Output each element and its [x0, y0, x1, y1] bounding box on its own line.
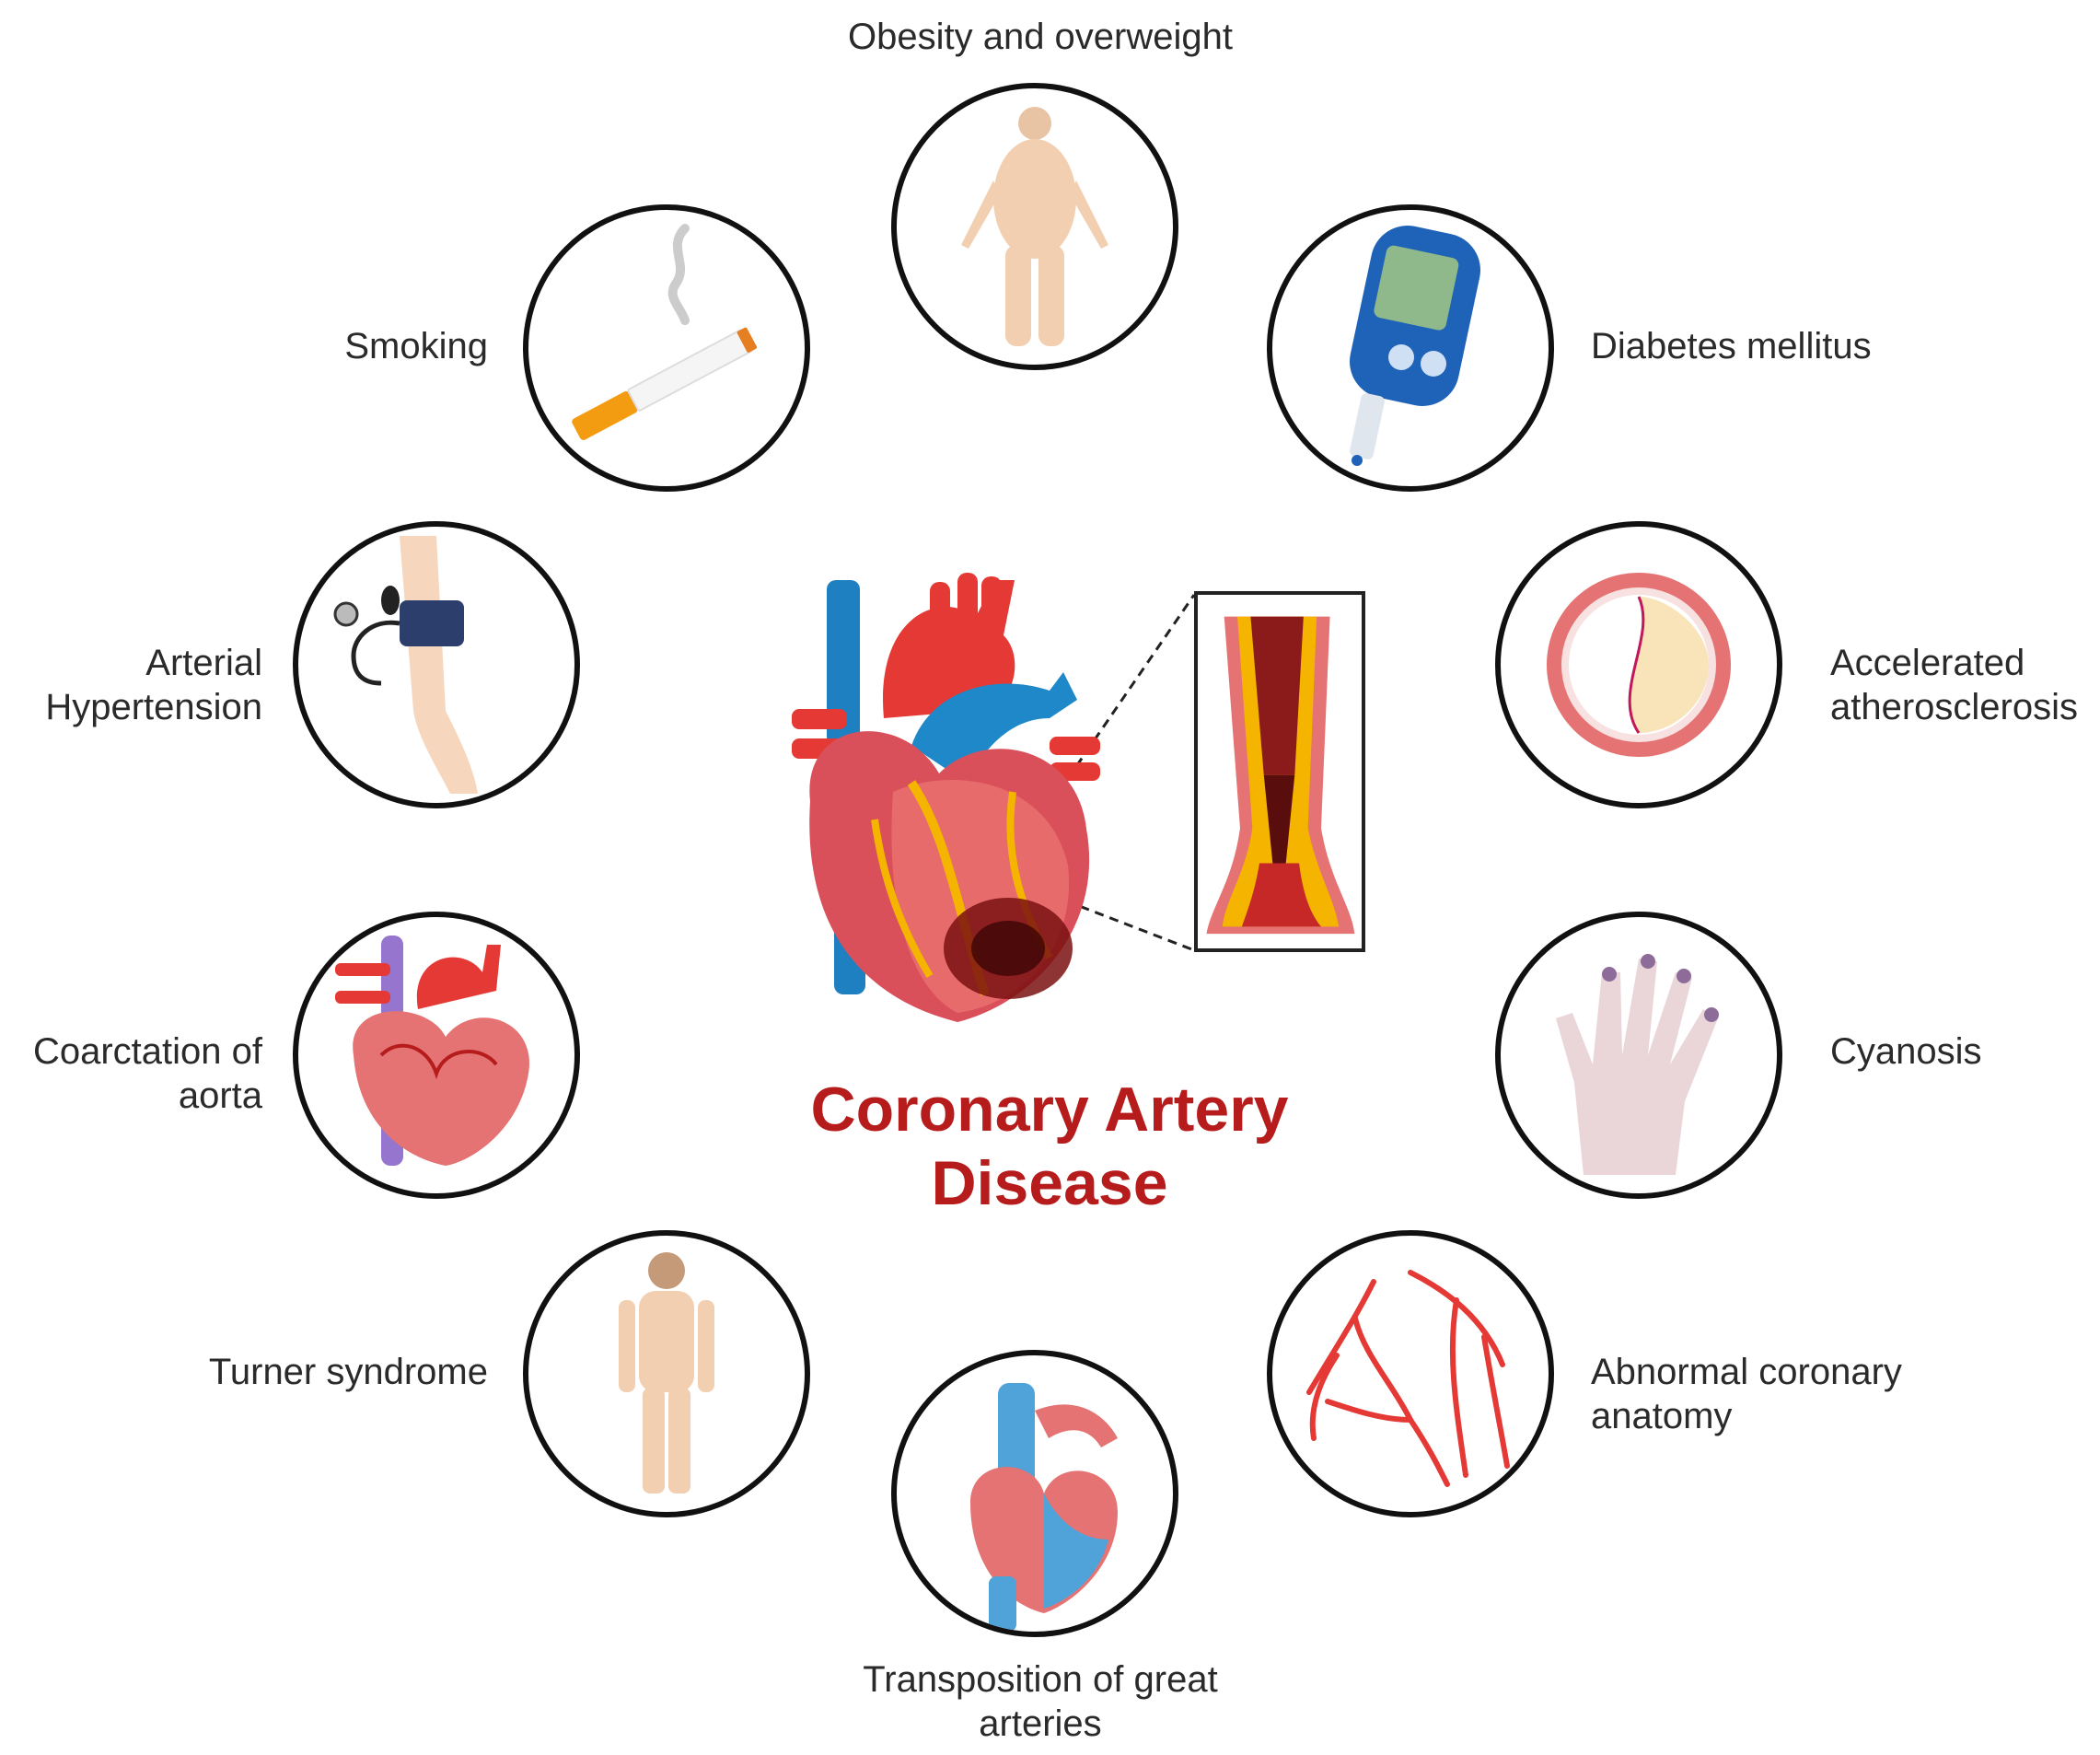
diabetes-circle	[1267, 204, 1554, 492]
label-atherosclerosis: Accelerated atherosclerosis	[1830, 641, 2078, 729]
artery-plaque-icon	[1206, 616, 1355, 935]
label-diabetes: Diabetes mellitus	[1591, 324, 1872, 368]
label-transposition: Transposition of great arteries	[810, 1657, 1270, 1746]
label-coarctation-line1: Coarctation of	[32, 1031, 262, 1072]
label-coarctation-line2: aorta	[178, 1075, 262, 1116]
hypertension-circle	[293, 521, 580, 808]
label-coarctation: Coarctation of aorta	[9, 1029, 262, 1118]
label-abnormal-anatomy-line2: anatomy	[1591, 1396, 1733, 1436]
heart-icon	[792, 573, 1100, 1022]
central-heart-illustration	[773, 562, 1123, 1040]
cyanosis-circle	[1495, 912, 1782, 1199]
turner-circle	[523, 1230, 810, 1517]
label-hypertension-line1: Arterial	[145, 643, 262, 683]
title-line-2: Disease	[931, 1148, 1168, 1218]
atherosclerosis-circle	[1495, 521, 1782, 808]
coronary-vessels-icon	[1306, 1270, 1510, 1487]
label-turner: Turner syndrome	[166, 1350, 488, 1394]
obese-person-icon	[961, 107, 1108, 346]
coarctation-circle	[293, 912, 580, 1199]
label-abnormal-anatomy-line1: Abnormal coronary	[1591, 1352, 1902, 1392]
page-title: Coronary Artery Disease	[727, 1073, 1372, 1220]
label-transposition-line1: Transposition of great	[863, 1659, 1218, 1700]
label-hypertension-line2: Hypertension	[45, 687, 262, 727]
label-cyanosis-text: Cyanosis	[1830, 1031, 1982, 1072]
label-diabetes-text: Diabetes mellitus	[1591, 326, 1872, 366]
glucometer-icon	[1350, 226, 1480, 466]
label-abnormal-anatomy: Abnormal coronary anatomy	[1591, 1350, 1902, 1438]
label-turner-text: Turner syndrome	[208, 1352, 488, 1392]
label-atherosclerosis-line2: atherosclerosis	[1830, 687, 2079, 727]
artery-cross-section-icon	[1547, 573, 1731, 757]
heart-anatomy-icon	[335, 936, 529, 1166]
label-transposition-line2: arteries	[979, 1703, 1102, 1744]
label-atherosclerosis-line1: Accelerated	[1830, 643, 2025, 683]
label-cyanosis: Cyanosis	[1830, 1029, 1982, 1074]
label-obesity-text: Obesity and overweight	[847, 17, 1233, 57]
cyanotic-hand-icon	[1556, 954, 1719, 1175]
abnormal-anatomy-circle	[1267, 1230, 1554, 1517]
smoking-circle	[523, 204, 810, 492]
label-smoking: Smoking	[166, 324, 488, 368]
heart-cross-section-icon	[970, 1383, 1118, 1632]
blood-pressure-cuff-icon	[333, 536, 478, 794]
person-icon	[619, 1252, 714, 1493]
label-hypertension: Arterial Hypertension	[9, 641, 262, 729]
label-obesity: Obesity and overweight	[810, 15, 1270, 59]
transposition-circle	[891, 1350, 1178, 1637]
obesity-circle	[891, 83, 1178, 370]
occluded-artery-inset	[1194, 591, 1365, 952]
title-line-1: Coronary Artery	[810, 1075, 1289, 1145]
cigarette-icon	[572, 224, 758, 440]
label-smoking-text: Smoking	[344, 326, 488, 366]
